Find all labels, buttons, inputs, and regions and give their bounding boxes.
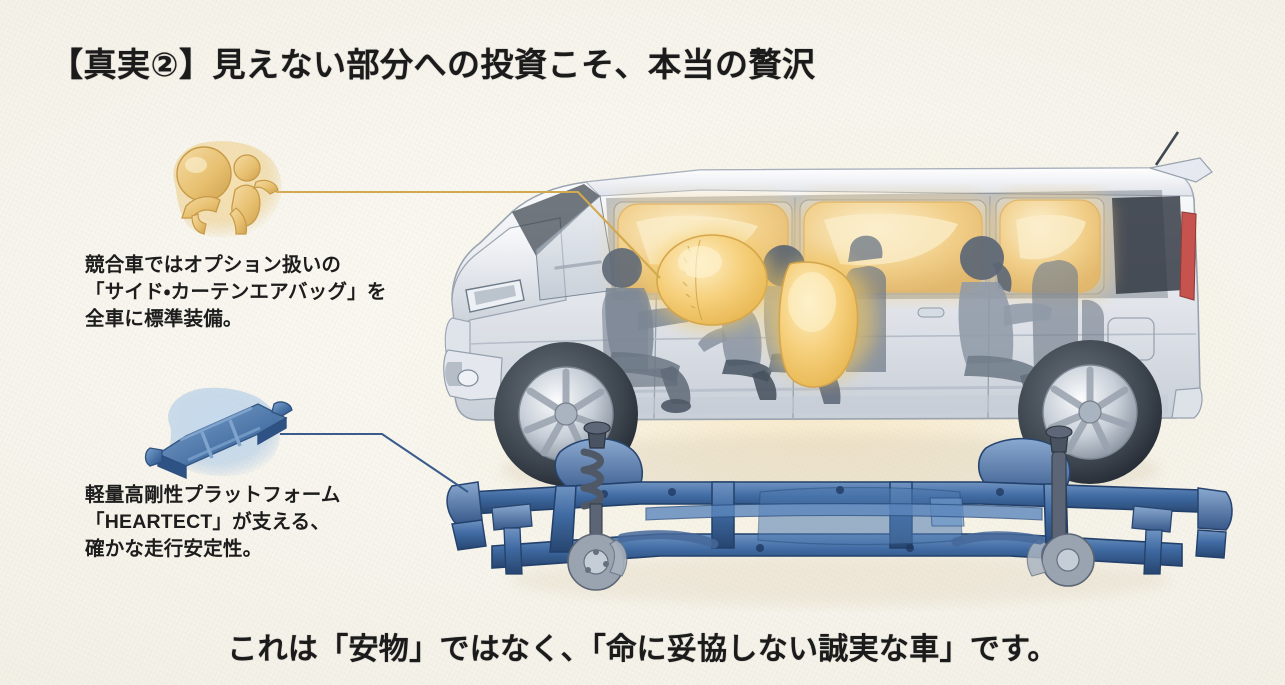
callout-airbag-line-3: 全車に標準装備。 <box>85 308 243 330</box>
fender-badge <box>554 260 602 270</box>
heartect-platform-chassis <box>446 421 1233 606</box>
front-suspension <box>567 421 719 591</box>
coil-spring <box>580 448 604 510</box>
callout-platform-line-3: 確かな走行安定性。 <box>85 538 263 560</box>
deployed-airbags <box>650 230 876 388</box>
leader-line-platform <box>280 432 469 493</box>
platform-icon-front-horn <box>144 447 163 467</box>
airbag-icon-head <box>233 154 261 182</box>
brake-caliper-rear <box>1026 537 1047 577</box>
rear-bumper <box>1171 387 1203 419</box>
leader-line-airbag <box>276 190 661 279</box>
door-handle <box>917 307 945 318</box>
callout-airbag-line-1: 競合車ではオプション扱いの <box>85 254 342 276</box>
driver-front-airbag <box>656 234 768 326</box>
rear-suspension <box>951 425 1095 587</box>
airbag-icon-leg-lower <box>191 213 207 235</box>
airbag-icon-leg-rear <box>229 207 248 235</box>
airbag-occupant-icon <box>152 132 292 247</box>
windshield-pillar <box>512 184 600 256</box>
callout-airbag-line-2: 「サイド・カーテンエアバッグ」を <box>85 281 387 303</box>
fog-lamp <box>457 369 479 387</box>
headlight <box>465 279 525 313</box>
taillight <box>1179 211 1197 301</box>
airbag-icon-arm <box>253 179 279 195</box>
chassis-platform-icon <box>140 382 295 482</box>
callout-platform: 軽量高剛性プラットフォーム 「HEARTECT」が支える、 確かな走行安定性。 <box>85 482 341 563</box>
roof-antenna <box>1154 131 1180 166</box>
trailing-arm-rear <box>951 531 1045 547</box>
lower-control-arm-front <box>617 530 719 549</box>
rear-dark-glass <box>1112 196 1184 294</box>
brake-caliper-front <box>609 539 628 577</box>
page-title: 【真実②】見えない部分への投資こそ、本当の贅沢 <box>50 46 816 83</box>
roof-spoiler <box>1149 157 1213 183</box>
callout-airbag: 競合車ではオプション扱いの 「サイド・カーテンエアバッグ」を 全車に標準装備。 <box>85 252 387 333</box>
footer-caption: これは「安物」ではなく、「命に妥協しない誠実な車」です。 <box>227 633 1058 666</box>
leader-lines <box>276 190 661 493</box>
airbag-icon-bag <box>176 146 232 202</box>
callout-platform-line-2: 「HEARTECT」が支える、 <box>85 511 331 533</box>
platform-icon-rear-horn <box>271 401 293 417</box>
callout-platform-line-1: 軽量高剛性プラットフォーム <box>85 484 341 506</box>
